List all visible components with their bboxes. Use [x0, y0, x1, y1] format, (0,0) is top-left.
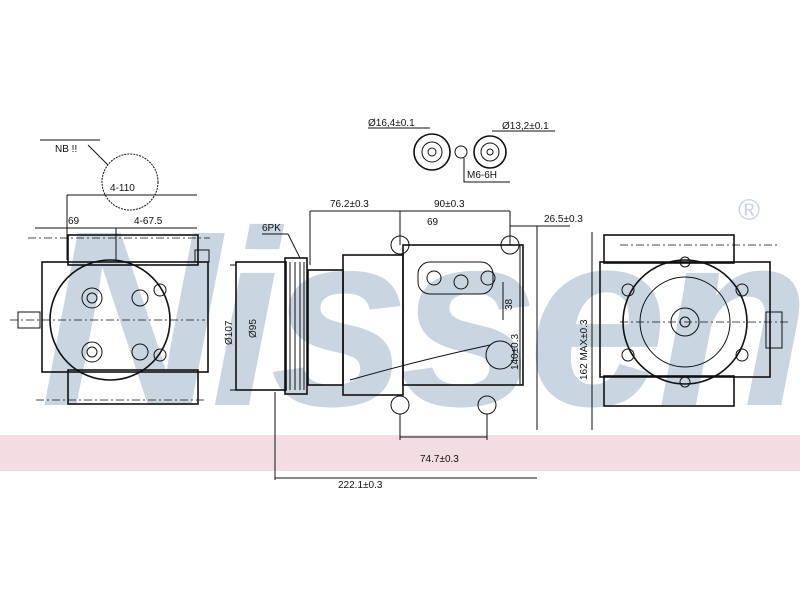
svg-text:Nissens: Nissens	[40, 179, 800, 458]
dim-222-label: 222.1±0.3	[338, 480, 383, 491]
side-view	[230, 210, 570, 480]
dim-38-label: 38	[504, 298, 515, 310]
port-detail	[368, 127, 555, 183]
dim-69-left: 69	[68, 216, 80, 227]
thread-label: M6-6H	[467, 170, 497, 181]
dia-107-label: Ø107	[224, 320, 235, 345]
dim-26-label: 26.5±0.3	[544, 214, 583, 225]
left-view	[10, 139, 210, 405]
dimension-labels: NB !! 4-110 69 4-67.5 Ø16,4±0.1 Ø13,2±0.…	[55, 118, 590, 491]
pink-band	[0, 435, 800, 471]
port-large-label: Ø16,4±0.1	[368, 118, 415, 129]
dim-140-label: 140±0.3	[510, 333, 521, 370]
port-small-label: Ø13,2±0.1	[502, 121, 549, 132]
dim-162-label: 162 MAX±0.3	[579, 319, 590, 380]
note-label: NB !!	[55, 144, 77, 155]
rear-view	[591, 232, 790, 430]
watermark-logo: Nissens ®	[40, 179, 800, 458]
dim-90-label: 90±0.3	[434, 199, 465, 210]
dia-95-label: Ø95	[248, 319, 259, 338]
pcd-label: 4-67.5	[134, 216, 163, 227]
svg-text:®: ®	[738, 194, 760, 227]
holes-label: 4-110	[110, 183, 135, 194]
dim-76-label: 76.2±0.3	[330, 199, 369, 210]
dim-74-label: 74.7±0.3	[420, 454, 459, 465]
hole-69-label: 69	[427, 217, 439, 228]
belt-label: 6PK	[262, 223, 281, 234]
